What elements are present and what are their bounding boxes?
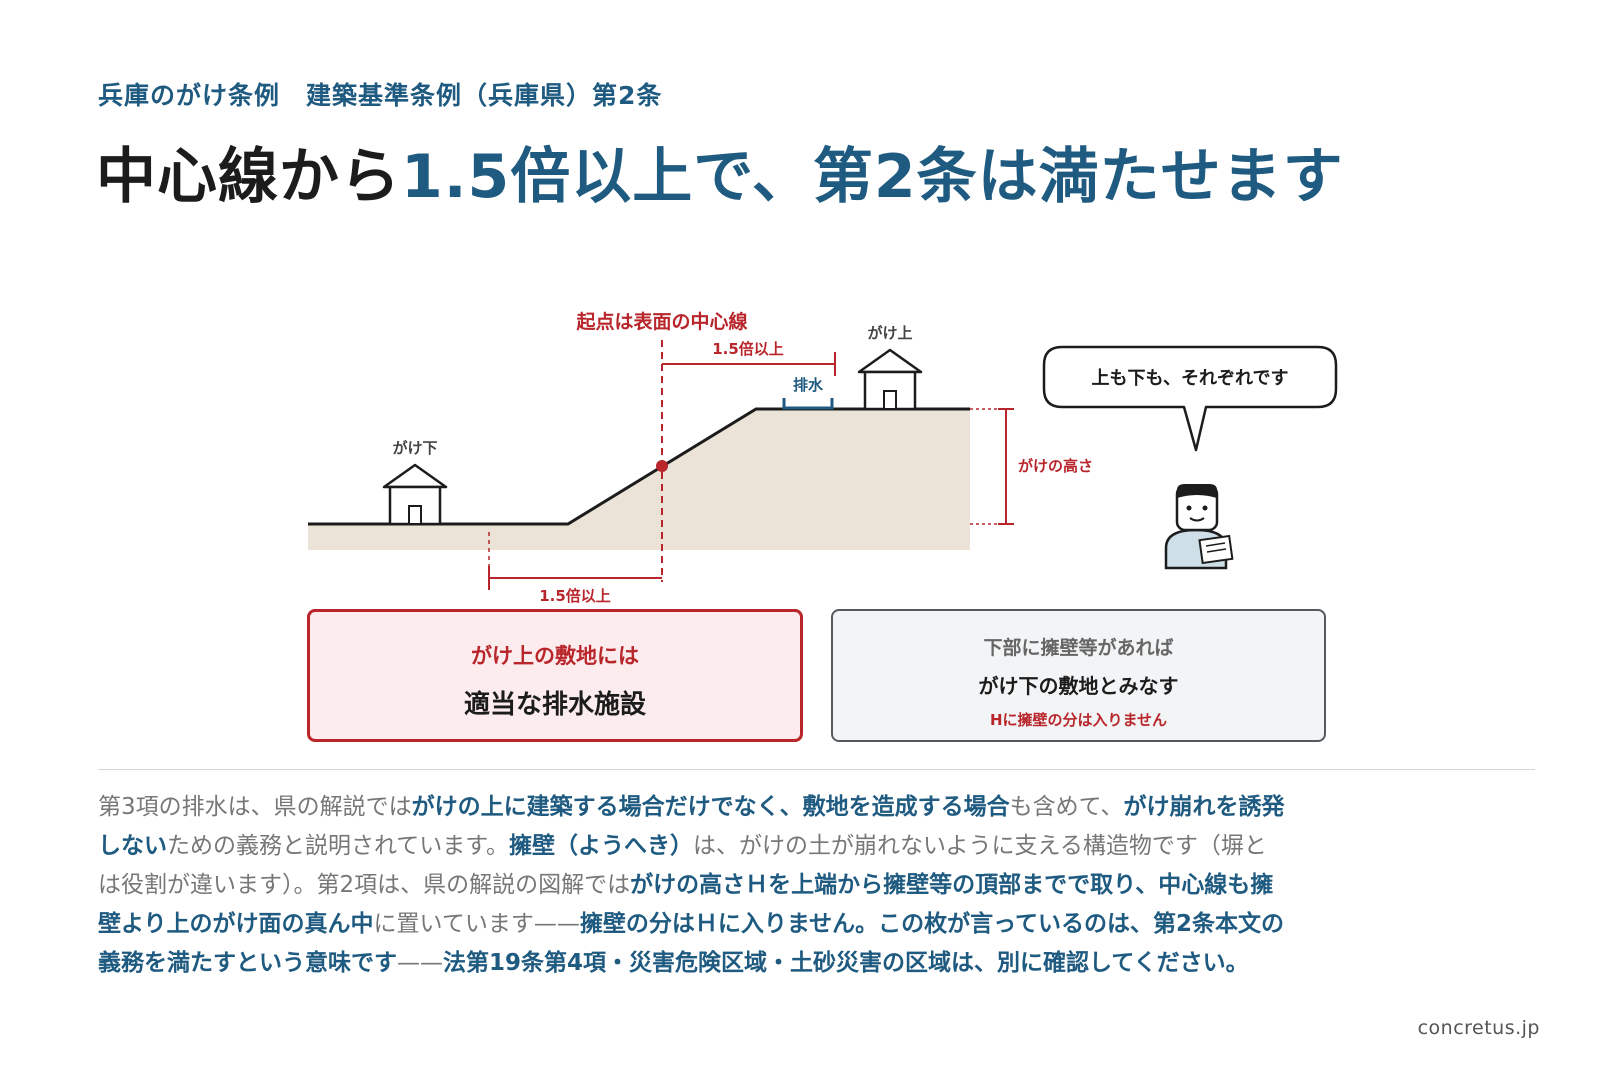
bottom-distance-label: 1.5倍以上 xyxy=(539,587,611,605)
cliff-bottom-label: がけ下 xyxy=(392,439,437,457)
body-text-5: に置いています—— xyxy=(373,911,580,937)
retaining-wall-box-line2: がけ下の敷地とみなす xyxy=(978,674,1179,698)
title-plain: 中心線から xyxy=(96,142,401,212)
explanation-text: 第3項の排水は、県の解説ではがけの上に建築する場合だけでなく、敷地を造成する場合… xyxy=(98,788,1288,983)
top-distance-label: 1.5倍以上 xyxy=(712,340,784,358)
body-text-4: は、がけの土が崩れないように支える構造物です（塀とは役割が違います）。第2項は、… xyxy=(98,833,1267,898)
body-text-2: も含めて、 xyxy=(1009,794,1124,820)
body-emphasis-6: 法第19条第4項・災害危険区域・土砂災害の区域は、別に確認してください。 xyxy=(443,950,1249,976)
person-icon xyxy=(1164,484,1234,570)
body-text-3: ための義務と説明されています。 xyxy=(167,833,510,859)
title-accent: 1.5倍以上で、第2条は満たせます xyxy=(401,142,1344,212)
body-emphasis-5: 擁壁の分はＨに入りません。この枚が言っているのは、第2条本文の義務を満たすという… xyxy=(98,911,1285,976)
body-emphasis-3: 擁壁（ようへき） xyxy=(509,833,694,859)
retaining-wall-box: 下部に擁壁等があれば がけ下の敷地とみなす Hに擁壁の分は入りません xyxy=(831,609,1326,742)
retaining-wall-box-note: Hに擁壁の分は入りません xyxy=(989,711,1168,729)
ground-fill xyxy=(308,409,970,550)
body-text-1: 第3項の排水は、県の解説では xyxy=(98,794,412,820)
body-emphasis-1: がけの上に建築する場合だけでなく、敷地を造成する場合 xyxy=(411,794,1010,820)
retaining-wall-box-line1: 下部に擁壁等があれば xyxy=(983,637,1174,659)
body-text-6: —— xyxy=(397,950,443,976)
body-emphasis-2: がけ崩れを誘発しない xyxy=(98,794,1285,859)
height-label: がけの高さ xyxy=(1018,457,1093,475)
house-below-icon xyxy=(382,463,448,526)
center-point xyxy=(656,460,668,472)
speech-text: 上も下も、それぞれです xyxy=(1092,368,1289,389)
origin-label: 起点は表面の中心線 xyxy=(575,310,747,333)
site-credit: concretus.jp xyxy=(1417,1017,1540,1039)
drainage-box-line1: がけ上の敷地には xyxy=(471,644,639,668)
drainage-box-line2: 適当な排水施設 xyxy=(463,690,646,720)
body-emphasis-4: がけの高さＨを上端から擁壁等の頂部までで取り、中心線も擁壁より上のがけ面の真ん中 xyxy=(98,872,1274,937)
divider xyxy=(98,769,1535,770)
subtitle: 兵庫のがけ条例 建築基準条例（兵庫県）第2条 xyxy=(98,81,663,110)
cliff-top-label: がけ上 xyxy=(867,324,912,342)
drain-icon xyxy=(782,398,834,410)
drainage-box: がけ上の敷地には 適当な排水施設 xyxy=(307,609,803,742)
speech-bubble xyxy=(1042,345,1338,452)
drain-label: 排水 xyxy=(793,376,824,394)
page-title: 中心線から1.5倍以上で、第2条は満たせます xyxy=(96,128,1344,215)
house-above-icon xyxy=(857,348,923,411)
